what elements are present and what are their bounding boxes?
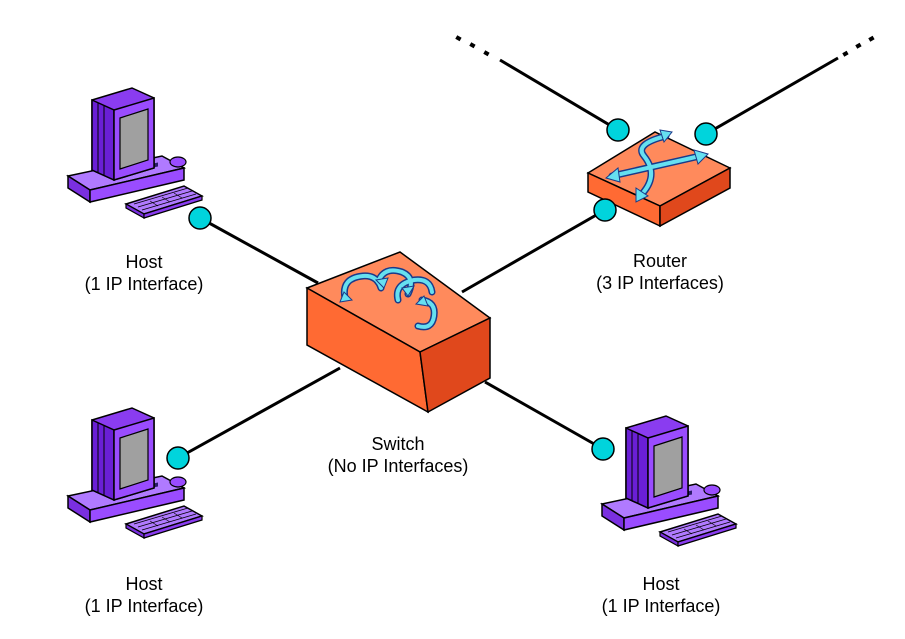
ip-interface-host-bottom-left <box>166 446 190 470</box>
host-top-left-subtitle: (1 IP Interface) <box>84 274 204 294</box>
switch-subtitle: (No IP Interfaces) <box>327 456 469 476</box>
host-bottom-right-computer-icon <box>601 415 737 547</box>
ip-interface-host-bottom-right <box>591 437 615 461</box>
host-bottom-right-subtitle: (1 IP Interface) <box>601 596 721 616</box>
link-router-offscreen-right <box>705 56 839 136</box>
link-host-top-left-switch <box>199 216 319 285</box>
ip-interface-router-left <box>606 118 630 142</box>
ip-interface-host-top-left <box>188 206 212 230</box>
router-icon <box>586 129 732 228</box>
host-top-left-label: Host (1 IP Interface) <box>54 251 234 295</box>
ip-interface-router-right <box>694 122 718 146</box>
switch-label: Switch (No IP Interfaces) <box>298 433 498 477</box>
host-bottom-right-label: Host (1 IP Interface) <box>571 573 751 617</box>
connection-lines <box>177 56 839 460</box>
host-bottom-left-label: Host (1 IP Interface) <box>54 573 234 617</box>
host-bottom-left-title: Host <box>125 574 163 594</box>
ip-interface-dots <box>166 118 718 470</box>
link-host-bottom-right-switch <box>484 380 604 451</box>
offscreen-ellipsis-right <box>842 35 875 57</box>
host-bottom-right-title: Host <box>642 574 680 594</box>
offscreen-ellipsis-left <box>455 35 490 57</box>
link-host-bottom-left-switch <box>177 366 341 460</box>
host-bottom-left-computer-icon <box>67 407 203 539</box>
router-title: Router <box>632 251 688 271</box>
router-subtitle: (3 IP Interfaces) <box>596 273 724 293</box>
router-label: Router (3 IP Interfaces) <box>560 250 760 294</box>
switch-title: Switch <box>371 434 425 454</box>
host-top-left-title: Host <box>125 252 163 272</box>
link-router-switch <box>461 208 606 294</box>
host-top-left-computer-icon <box>67 87 203 219</box>
host-bottom-left-subtitle: (1 IP Interface) <box>84 596 204 616</box>
link-router-offscreen-left <box>499 58 619 132</box>
switch-icon <box>305 251 492 414</box>
ip-interface-router-switch-side <box>593 198 617 222</box>
